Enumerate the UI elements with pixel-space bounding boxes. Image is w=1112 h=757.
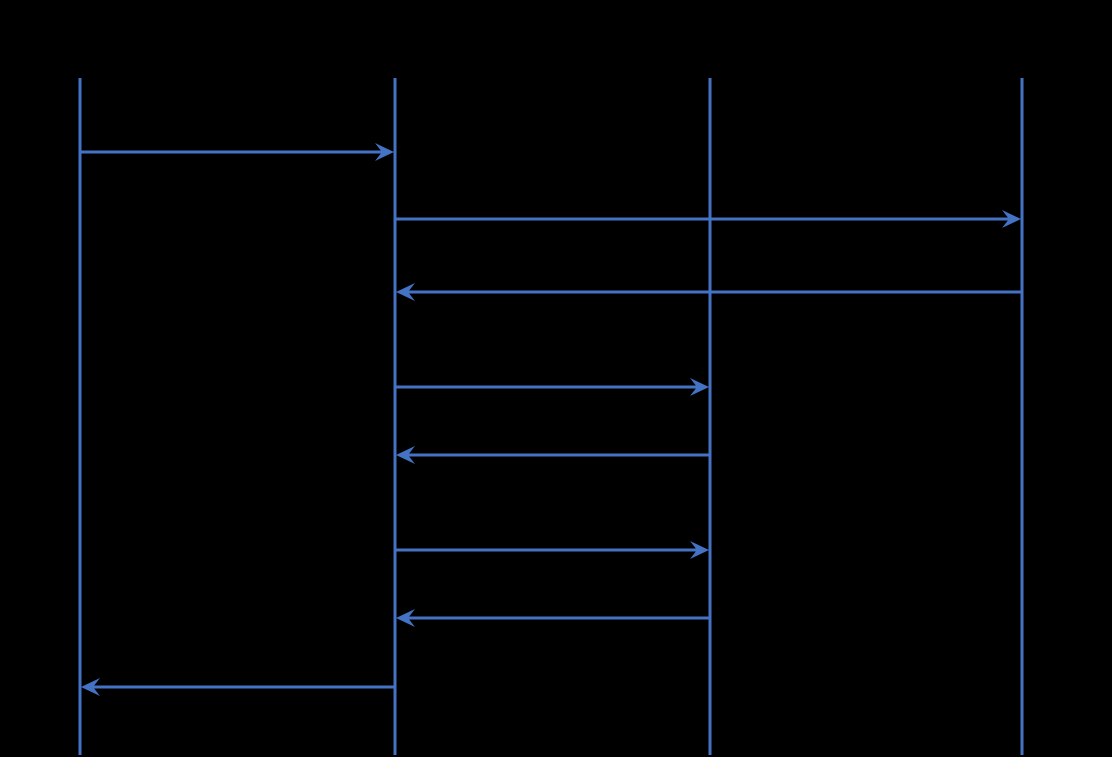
message-arrow-2	[395, 210, 1021, 228]
message-arrow-1	[80, 143, 394, 161]
message-arrow-8	[81, 678, 395, 696]
arrowhead-icon	[81, 678, 100, 696]
arrowhead-icon	[396, 609, 415, 627]
message-arrow-3	[396, 283, 1022, 301]
arrowhead-icon	[1002, 210, 1021, 228]
arrowhead-icon	[396, 283, 415, 301]
arrowhead-icon	[375, 143, 394, 161]
message-arrow-6	[395, 541, 709, 559]
arrowhead-icon	[690, 541, 709, 559]
message-arrow-7	[396, 609, 710, 627]
message-arrow-4	[395, 378, 709, 396]
arrowhead-icon	[690, 378, 709, 396]
arrowhead-icon	[396, 446, 415, 464]
message-arrow-5	[396, 446, 710, 464]
